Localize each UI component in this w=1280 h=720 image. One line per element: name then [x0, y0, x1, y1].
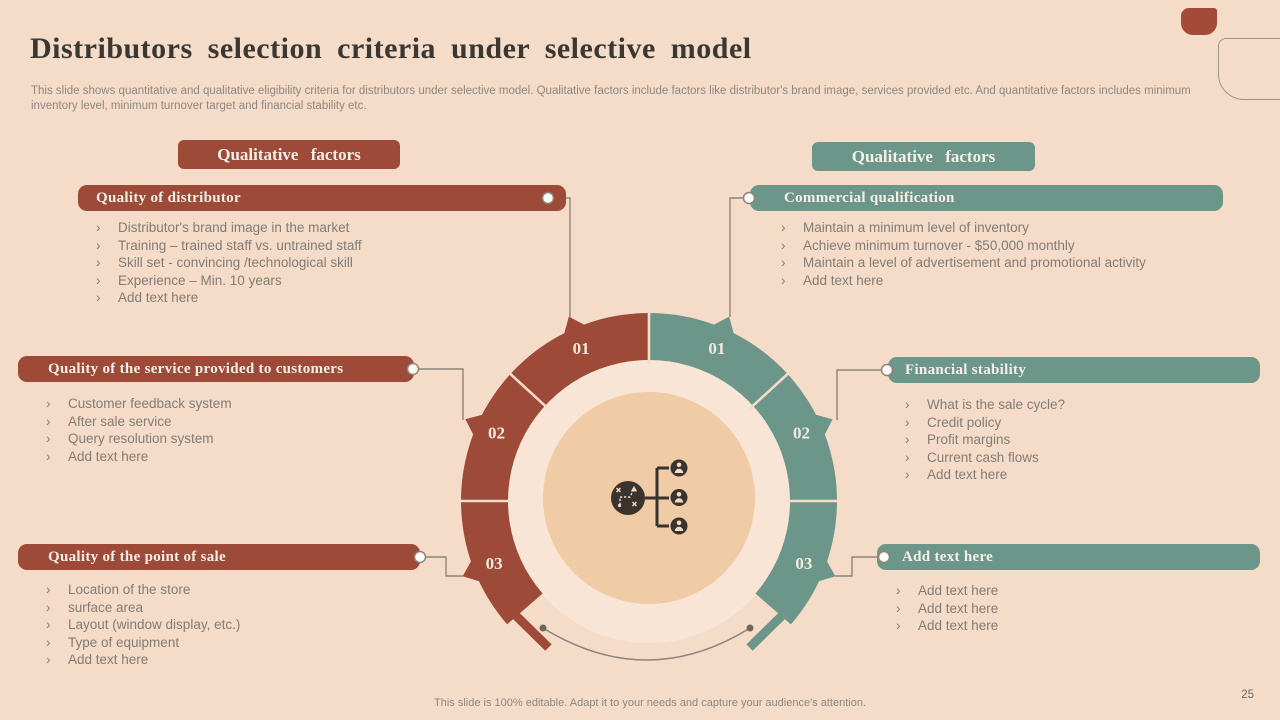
criteria-bar-add-text-here: Add text here [877, 544, 1260, 570]
bullet-list: ›What is the sale cycle? ›Credit policy … [905, 396, 1065, 484]
chevron-bullet-icon: › [46, 431, 51, 446]
ring-number: 02 [793, 424, 810, 443]
bullet-item: ›Add text here [896, 583, 999, 598]
bullet-item: ›Type of equipment [46, 634, 180, 650]
bullet-item: ›Add text here [96, 290, 199, 305]
distribution-network-icon [611, 459, 688, 535]
chevron-bullet-icon: › [905, 467, 910, 482]
bullet-item: ›Training – trained staff vs. untrained … [96, 237, 362, 253]
segment-arrow-tab [561, 316, 593, 343]
criteria-bar-quality-of-service: Quality of the service provided to custo… [18, 356, 414, 382]
right-factor-header: Qualitative factors [812, 142, 1035, 171]
chevron-bullet-icon: › [46, 634, 51, 650]
person-icons [670, 459, 688, 535]
chevron-bullet-icon: › [96, 220, 101, 235]
criteria-bar-quality-of-point-of-sale: Quality of the point of sale [18, 544, 420, 570]
criteria-bar-commercial-qualification: Commercial qualification [750, 185, 1223, 211]
slide-description: This slide shows quantitative and qualit… [31, 85, 1191, 112]
criteria-bar-quality-of-distributor: Quality of distributor [78, 185, 566, 211]
corner-accent-outline [1218, 38, 1280, 100]
segment-arrow-tab [705, 316, 737, 343]
chevron-bullet-icon: › [781, 237, 786, 253]
segment-arrow-tab [462, 553, 489, 585]
chevron-bullet-icon: › [96, 290, 101, 305]
bullet-item: ›Layout (window display, etc.) [46, 617, 241, 632]
chevron-bullet-icon: › [781, 220, 786, 235]
bullet-item: ›Profit margins [905, 432, 1011, 447]
chevron-bullet-icon: › [781, 272, 786, 288]
ring-number: 03 [486, 554, 503, 573]
chevron-bullet-icon: › [96, 272, 101, 288]
page-title: Distributors selection criteria under se… [30, 32, 752, 65]
bullet-list: ›Location of the store ›surface area ›La… [46, 581, 240, 669]
ring-number: 01 [573, 339, 590, 358]
bullet-item: ›Experience – Min. 10 years [96, 272, 282, 288]
bullet-item: ›Customer feedback system [46, 396, 232, 411]
bullet-item: ›Add text here [46, 652, 149, 667]
bullet-item: ›surface area [46, 599, 144, 615]
chevron-bullet-icon: › [46, 413, 51, 429]
bullet-item: ›Add text here [781, 272, 884, 288]
segment-arrow-tab [465, 412, 492, 443]
bullet-item: ›Add text here [896, 600, 999, 616]
chevron-bullet-icon: › [905, 432, 910, 447]
chevron-bullet-icon: › [46, 448, 51, 464]
center-tan-circle [543, 392, 755, 604]
ring-number: 01 [708, 339, 725, 358]
bullet-item: ›What is the sale cycle? [905, 397, 1066, 412]
chevron-bullet-icon: › [905, 397, 910, 412]
bullet-item: ›Add text here [46, 448, 149, 464]
bullet-item: ›Current cash flows [905, 449, 1039, 465]
page-number: 25 [1241, 689, 1254, 701]
footer-note: This slide is 100% editable. Adapt it to… [434, 697, 866, 709]
chevron-bullet-icon: › [46, 617, 51, 632]
chevron-bullet-icon: › [46, 582, 51, 597]
bullet-list: ›Maintain a minimum level of inventory ›… [781, 219, 1146, 289]
bullet-item: ›Add text here [896, 618, 999, 633]
ring-number: 02 [488, 424, 505, 443]
corner-accent-square [1181, 8, 1217, 35]
bullet-item: ›Location of the store [46, 582, 191, 597]
chevron-bullet-icon: › [96, 255, 101, 270]
left-factor-header: Qualitative factors [178, 140, 400, 169]
chevron-bullet-icon: › [46, 396, 51, 411]
chevron-bullet-icon: › [96, 237, 101, 253]
bullet-item: ›Credit policy [905, 414, 1002, 430]
bullet-item: ›Maintain a minimum level of inventory [781, 220, 1029, 235]
bullet-list: ›Distributor's brand image in the market… [96, 219, 362, 307]
bullet-list: ›Add text here ›Add text here ›Add text … [896, 582, 998, 635]
bullet-item: ›Achieve minimum turnover - $50,000 mont… [781, 237, 1075, 253]
chevron-bullet-icon: › [781, 255, 786, 270]
segmented-ring: 01 02 03 01 02 03 [456, 308, 842, 651]
ring-number: 03 [795, 554, 812, 573]
chevron-bullet-icon: › [46, 599, 51, 615]
segment-arrow-tab [809, 553, 836, 585]
bullet-list: ›Customer feedback system ›After sale se… [46, 395, 232, 465]
bottom-curve [539, 624, 754, 661]
criteria-bar-financial-stability: Financial stability [888, 357, 1260, 383]
bullet-item: ›Maintain a level of advertisement and p… [781, 255, 1146, 270]
chevron-bullet-icon: › [896, 618, 901, 633]
ring-inner-light-circle [507, 359, 791, 643]
bullet-item: ›Add text here [905, 467, 1008, 482]
chevron-bullet-icon: › [905, 414, 910, 430]
chevron-bullet-icon: › [896, 583, 901, 598]
bullet-item: ›Skill set - convincing /technological s… [96, 255, 353, 270]
chevron-bullet-icon: › [896, 600, 901, 616]
chevron-bullet-icon: › [46, 652, 51, 667]
segment-arrow-tab [806, 412, 833, 443]
bullet-item: ›Distributor's brand image in the market [96, 220, 350, 235]
bullet-item: ›After sale service [46, 413, 172, 429]
bullet-item: ›Query resolution system [46, 431, 214, 446]
chevron-bullet-icon: › [905, 449, 910, 465]
